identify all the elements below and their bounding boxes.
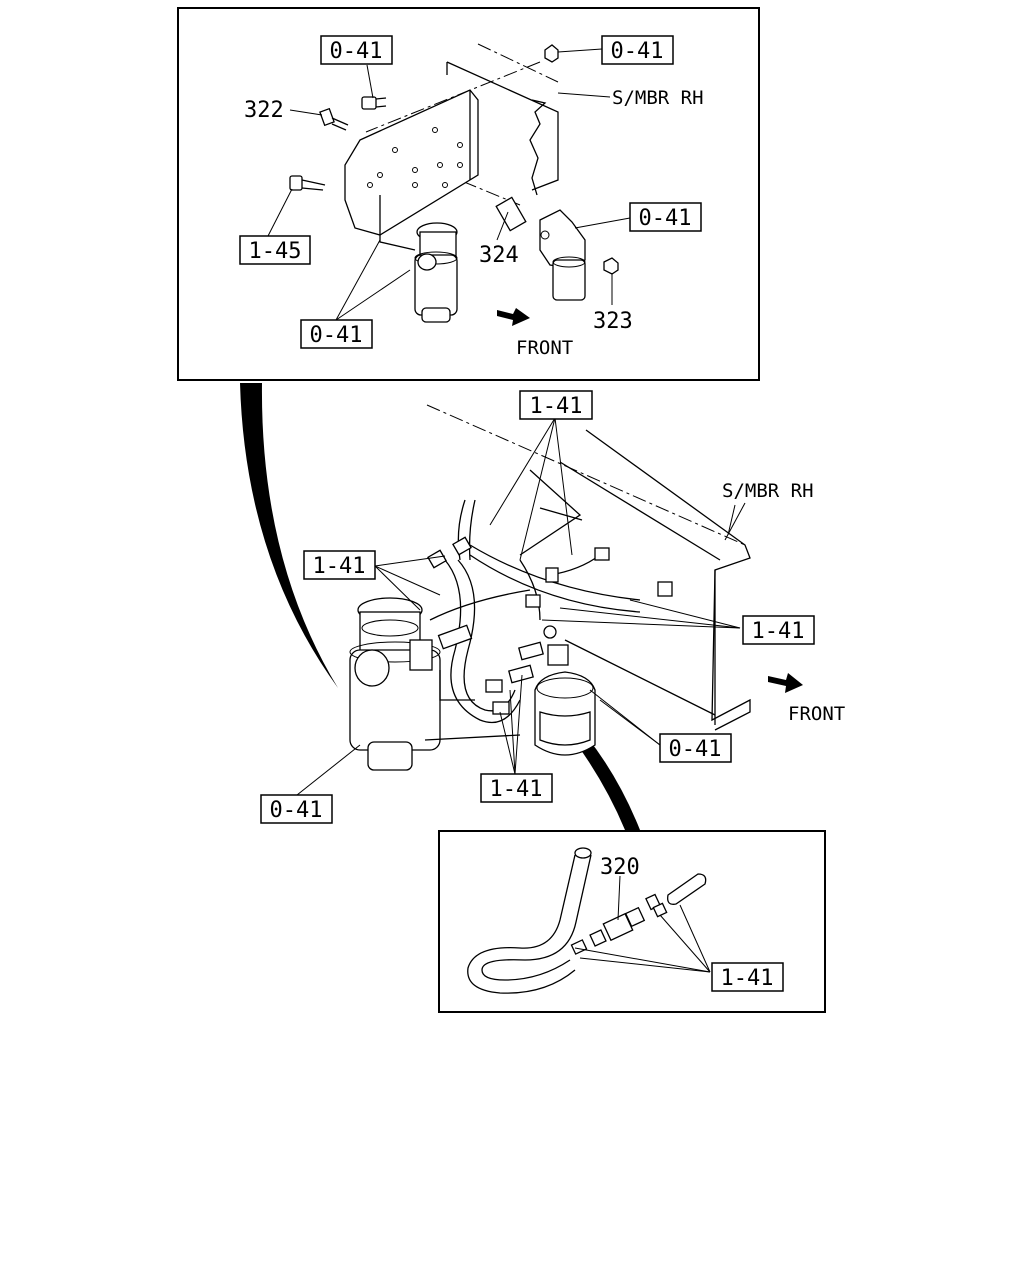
svg-text:0-41: 0-41	[669, 737, 722, 762]
svg-text:0-41: 0-41	[310, 323, 363, 348]
mounting-bracket	[344, 89, 479, 251]
callout-0-41-right: 0-41	[659, 733, 732, 763]
svg-text:1-41: 1-41	[313, 554, 366, 579]
side-member-top	[365, 43, 559, 206]
connector-sweep-top	[240, 383, 338, 688]
callout-1-41-top: 1-41	[519, 390, 593, 420]
callout-0-41-top-left: 0-41	[320, 35, 393, 65]
top-inset-frame	[177, 7, 760, 381]
front-arrow-top-icon	[497, 308, 530, 326]
large-filter-main	[349, 597, 521, 771]
callout-0-41-inset-bottom: 0-41	[300, 319, 373, 349]
svg-text:1-41: 1-41	[752, 619, 805, 644]
svg-text:0-41: 0-41	[330, 39, 383, 64]
label-smbr-main: S/MBR RH	[722, 480, 814, 502]
leader-lines-bottom	[574, 875, 711, 973]
callout-1-41-inset: 1-41	[711, 962, 784, 992]
part-number-320: 320	[600, 855, 640, 880]
small-filter-main	[534, 644, 596, 756]
part-number-324: 324	[479, 243, 519, 268]
inline-filter-320	[570, 873, 707, 955]
label-front-top: FRONT	[516, 337, 573, 359]
svg-text:1-45: 1-45	[249, 239, 302, 264]
callout-0-41-mid: 0-41	[629, 202, 702, 232]
leader-lines-main	[296, 417, 746, 796]
nut-top	[544, 44, 559, 63]
callout-0-41-top-right: 0-41	[601, 35, 674, 65]
callout-1-41-bottom: 1-41	[480, 773, 553, 803]
large-filter-top	[414, 222, 458, 323]
callout-1-41-right: 1-41	[742, 615, 815, 645]
spacer-324	[495, 196, 527, 232]
leader-lines-top	[267, 48, 631, 321]
part-number-323: 323	[593, 309, 633, 334]
callout-1-45: 1-45	[239, 235, 311, 265]
label-front-main: FRONT	[788, 703, 845, 725]
callout-0-41-left: 0-41	[260, 794, 333, 824]
bolt-145	[289, 175, 326, 191]
bottom-inset-frame	[438, 830, 826, 1013]
small-filter-top	[539, 209, 619, 301]
svg-text:0-41: 0-41	[270, 798, 323, 823]
svg-text:1-41: 1-41	[530, 394, 583, 419]
side-member-main	[426, 404, 751, 731]
pipe-fittings	[427, 536, 673, 715]
svg-text:1-41: 1-41	[490, 777, 543, 802]
svg-text:0-41: 0-41	[611, 39, 664, 64]
bolt-322	[319, 107, 349, 131]
hose-loop	[467, 847, 592, 994]
callout-1-41-left: 1-41	[303, 550, 376, 580]
svg-text:0-41: 0-41	[639, 206, 692, 231]
part-number-322: 322	[244, 98, 284, 123]
svg-text:1-41: 1-41	[721, 966, 774, 991]
bolt-upper	[361, 96, 387, 110]
label-smbr-top: S/MBR RH	[612, 87, 704, 109]
front-arrow-main-icon	[768, 673, 803, 693]
